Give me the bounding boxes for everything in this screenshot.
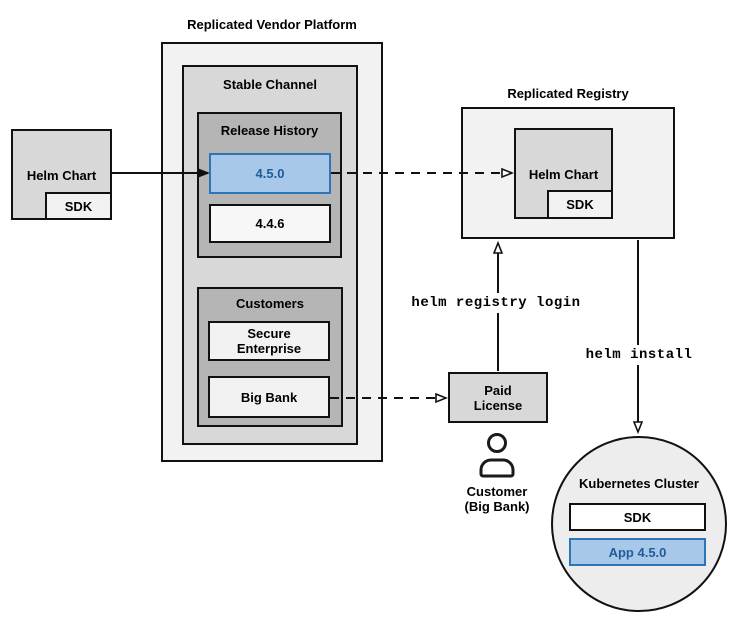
secure-enterprise-line2: Enterprise — [236, 341, 302, 356]
customers-title: Customers — [236, 296, 304, 311]
registry-helm-chart-label: Helm Chart — [528, 167, 599, 182]
vendor-platform-title: Replicated Vendor Platform — [187, 17, 357, 32]
customer-caption-line2: (Big Bank) — [464, 499, 530, 514]
cluster-app-box: App 4.5.0 — [569, 538, 706, 566]
cluster-title: Kubernetes Cluster — [579, 476, 699, 491]
release-history-title: Release History — [220, 123, 319, 138]
registry-sdk-box: SDK — [547, 190, 613, 219]
kubernetes-cluster-circle: Kubernetes Cluster SDK App 4.5.0 — [551, 436, 727, 612]
command-registry-login: helm registry login — [398, 293, 594, 313]
source-helm-chart-box: Helm Chart SDK — [11, 129, 112, 220]
command-helm-install: helm install — [577, 345, 701, 365]
paid-license-line1: Paid — [484, 382, 512, 398]
registry-title: Replicated Registry — [507, 86, 629, 101]
cluster-sdk-box: SDK — [569, 503, 706, 531]
customer-big-bank-box: Big Bank — [208, 376, 330, 418]
stable-channel-title: Stable Channel — [223, 77, 317, 92]
customer-secure-enterprise-box: Secure Enterprise — [208, 321, 330, 361]
source-sdk-box: SDK — [45, 192, 112, 220]
secure-enterprise-line1: Secure — [247, 326, 291, 341]
registry-helm-chart-box: Helm Chart SDK — [514, 128, 613, 219]
release-previous-box: 4.4.6 — [209, 204, 331, 243]
paid-license-line2: License — [473, 397, 523, 413]
source-helm-chart-label: Helm Chart — [26, 168, 97, 183]
person-icon — [479, 433, 515, 478]
release-current-box: 4.5.0 — [209, 153, 331, 194]
customer-caption-line1: Customer — [466, 484, 528, 499]
paid-license-box: Paid License — [448, 372, 548, 423]
